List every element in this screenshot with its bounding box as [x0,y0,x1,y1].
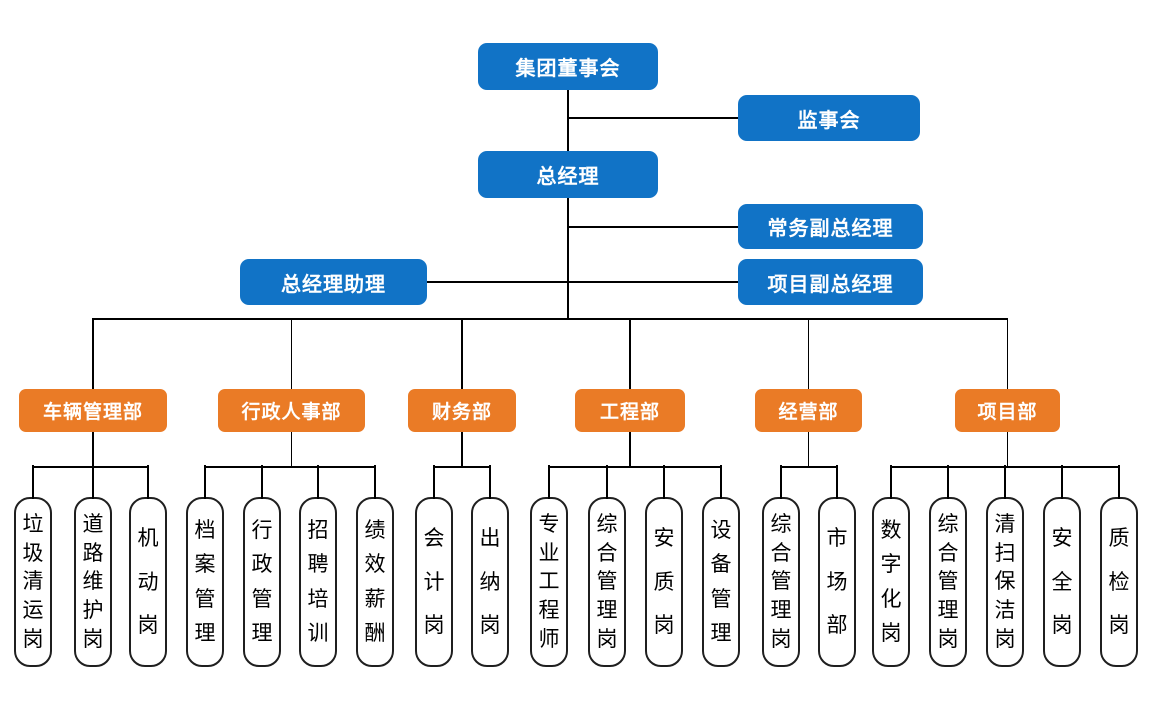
connector-line [781,466,837,468]
org-node-general-manager: 总经理 [478,151,658,198]
org-node-gm-assistant: 总经理助理 [240,259,427,305]
dept-node-engineering: 工程部 [575,318,685,466]
connector-line [33,466,148,468]
connector-line [549,466,721,468]
position-node: 综合管理岗 [929,465,967,667]
position-node: 绩效薪酬 [356,465,394,667]
org-node-project-deputy-gm: 项目副总经理 [738,259,923,305]
position-node: 专业工程师 [530,465,568,667]
position-node: 垃圾清运岗 [14,465,52,667]
position-node: 会计岗 [415,465,453,667]
position-node: 出纳岗 [471,465,509,667]
dept-node-admin-hr: 行政人事部 [218,318,365,466]
connector-line [434,466,490,468]
position-node: 安质岗 [645,465,683,667]
position-node: 道路维护岗 [74,465,112,667]
dept-node-operations: 经营部 [755,318,862,466]
connector-line [93,318,1007,320]
org-node-board: 集团董事会 [478,43,658,90]
position-node: 综合管理岗 [762,465,800,667]
position-node: 市场部 [818,465,856,667]
dept-node-vehicle-management: 车辆管理部 [19,318,167,466]
position-node: 招聘培训 [299,465,337,667]
position-node: 清扫保洁岗 [986,465,1024,667]
position-node: 行政管理 [243,465,281,667]
position-node: 数字化岗 [872,465,910,667]
connector-line [427,281,739,283]
org-node-executive-deputy-gm: 常务副总经理 [738,204,923,249]
position-node: 安全岗 [1043,465,1081,667]
connector-line [567,226,738,228]
connector-line [205,466,375,468]
position-node: 综合管理岗 [588,465,626,667]
position-node: 质检岗 [1100,465,1138,667]
dept-node-finance: 财务部 [408,318,516,466]
position-node: 档案管理 [186,465,224,667]
dept-node-project: 项目部 [955,318,1060,466]
position-node: 机动岗 [129,465,167,667]
connector-line [567,117,738,119]
org-node-supervisory-board: 监事会 [738,95,920,141]
connector-line [567,90,569,151]
connector-line [567,198,569,319]
position-node: 设备管理 [702,465,740,667]
